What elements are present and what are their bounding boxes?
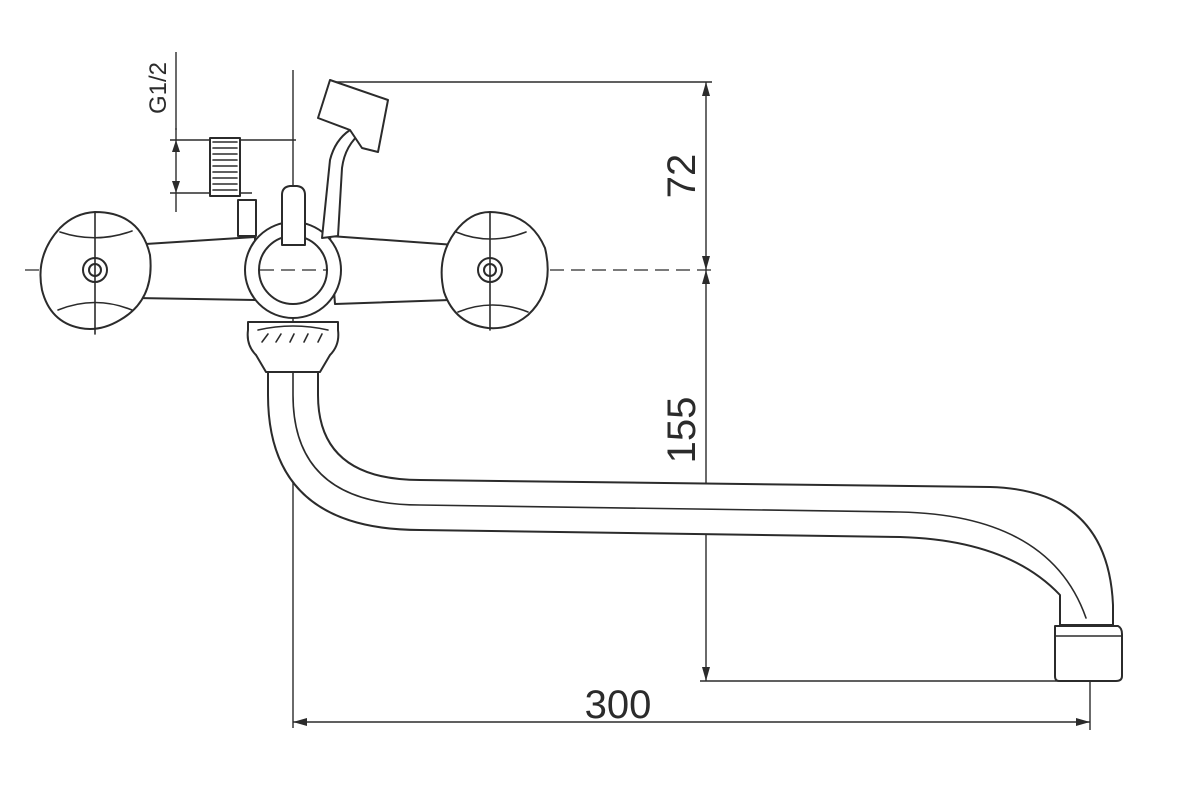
hose-outlet-thread bbox=[209, 137, 241, 197]
swivel-nut-knurl bbox=[257, 325, 329, 343]
arrow-72-top bbox=[702, 82, 710, 96]
spout-outlet-aerator bbox=[1054, 625, 1123, 682]
arrow-300-left bbox=[293, 718, 307, 726]
arrow-thread-top bbox=[172, 140, 180, 152]
shower-holder bbox=[317, 79, 389, 239]
hose-outlet-base bbox=[237, 199, 257, 237]
shower-holder-hook bbox=[321, 129, 363, 239]
thread-size-label: G1/2 bbox=[145, 62, 172, 114]
shower-hose-outlet bbox=[209, 137, 257, 237]
thread-hatching bbox=[212, 141, 238, 191]
right-valve-handle bbox=[440, 211, 549, 331]
swivel-nut bbox=[246, 321, 340, 373]
left-valve-handle bbox=[39, 211, 152, 335]
shower-holder-cradle bbox=[317, 79, 389, 153]
arrow-thread-bottom bbox=[172, 181, 180, 193]
arrow-155-bottom bbox=[702, 667, 710, 681]
dimension-155-label: 155 bbox=[660, 397, 704, 464]
diverter-lever bbox=[281, 185, 306, 246]
dimension-72-label: 72 bbox=[660, 154, 704, 199]
faucet-body bbox=[129, 185, 456, 373]
dimension-300-label: 300 bbox=[585, 683, 652, 727]
spout-pipe-centerline bbox=[292, 371, 1087, 619]
spout bbox=[267, 371, 1123, 682]
dimension-lines bbox=[25, 52, 1091, 730]
arrow-155-top bbox=[702, 270, 710, 284]
arrow-300-right bbox=[1076, 718, 1090, 726]
right-arm bbox=[329, 235, 456, 305]
arrow-72-bottom bbox=[702, 256, 710, 270]
spout-pipe bbox=[267, 371, 1114, 626]
